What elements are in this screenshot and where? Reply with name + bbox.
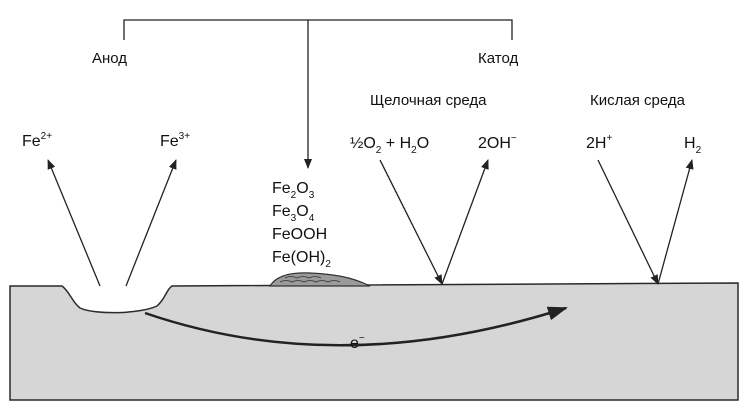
corrosion-product-3: Fe(OH)2 [272, 249, 331, 270]
cathode-label: Катод [478, 50, 518, 67]
fe2-symbol: Fe [22, 133, 41, 150]
corrosion-product-1-part-2: O [296, 203, 308, 220]
alkaline-product-part-0: 2OH [478, 135, 511, 152]
fe2-charge: 2+ [41, 131, 53, 142]
corrosion-product-1: Fe3O4 [272, 203, 315, 224]
electron-symbol: e [350, 335, 359, 352]
corrosion-product-1-part-0: Fe [272, 203, 291, 220]
acidic-product-label: H2 [684, 135, 702, 156]
alkaline-env-label: Щелочная среда [370, 92, 487, 109]
acidic-out-arrow [657, 159, 694, 285]
corrosion-product-0-part-1: 2 [291, 190, 297, 201]
alkaline-reactant-part-2: + H [381, 135, 411, 152]
alkaline-reactant-part-1: 2 [376, 145, 382, 156]
alkaline-reactant-part-3: 2 [411, 145, 417, 156]
alkaline-in-arrow [379, 159, 443, 285]
electron-flow-arrow [144, 306, 568, 347]
fe2-ion-label: Fe2+ [22, 131, 52, 150]
fe3-symbol: Fe [160, 133, 179, 150]
metal-block [9, 282, 739, 401]
corrosion-product-3-part-0: Fe(OH) [272, 249, 325, 266]
acidic-in-arrow [597, 159, 659, 285]
corrosion-product-0-part-3: 3 [309, 190, 315, 201]
corrosion-product-0: Fe2O3 [272, 180, 315, 201]
corrosion-product-0-part-2: O [296, 180, 308, 197]
fe2-arrow [47, 159, 101, 287]
corrosion-product-2-part-0: FeOOH [272, 226, 327, 243]
acidic-product-part-0: H [684, 135, 696, 152]
alkaline-product-label: 2OH− [478, 133, 517, 152]
acidic-reactant-label: 2H+ [586, 133, 612, 152]
deposit-texture [279, 276, 341, 283]
fe3-charge: 3+ [179, 131, 191, 142]
alkaline-reactant-label: ½O2 + H2O [350, 135, 429, 156]
alkaline-product-part-1: − [511, 133, 517, 144]
acidic-reactant-part-0: 2H [586, 135, 606, 152]
fe3-ion-label: Fe3+ [160, 131, 190, 150]
alkaline-reactant-part-0: ½O [350, 135, 376, 152]
top-bracket [123, 19, 513, 40]
corrosion-product-1-part-1: 3 [291, 213, 297, 224]
alkaline-out-arrow [441, 159, 489, 285]
fe3-arrow [125, 159, 177, 287]
corrosion-product-1-part-3: 4 [309, 213, 315, 224]
corrosion-product-0-part-0: Fe [272, 180, 291, 197]
electron-charge: − [359, 333, 365, 344]
acidic-product-part-1: 2 [696, 145, 702, 156]
acidic-reactant-part-1: + [606, 133, 612, 144]
electron-label: e− [350, 333, 365, 352]
corrosion-product-2: FeOOH [272, 226, 327, 243]
corrosion-product-3-part-1: 2 [325, 259, 331, 270]
anode-label: Анод [92, 50, 127, 67]
acidic-env-label: Кислая среда [590, 92, 686, 109]
corrosion-deposit [268, 272, 371, 287]
alkaline-reactant-part-4: O [417, 135, 429, 152]
